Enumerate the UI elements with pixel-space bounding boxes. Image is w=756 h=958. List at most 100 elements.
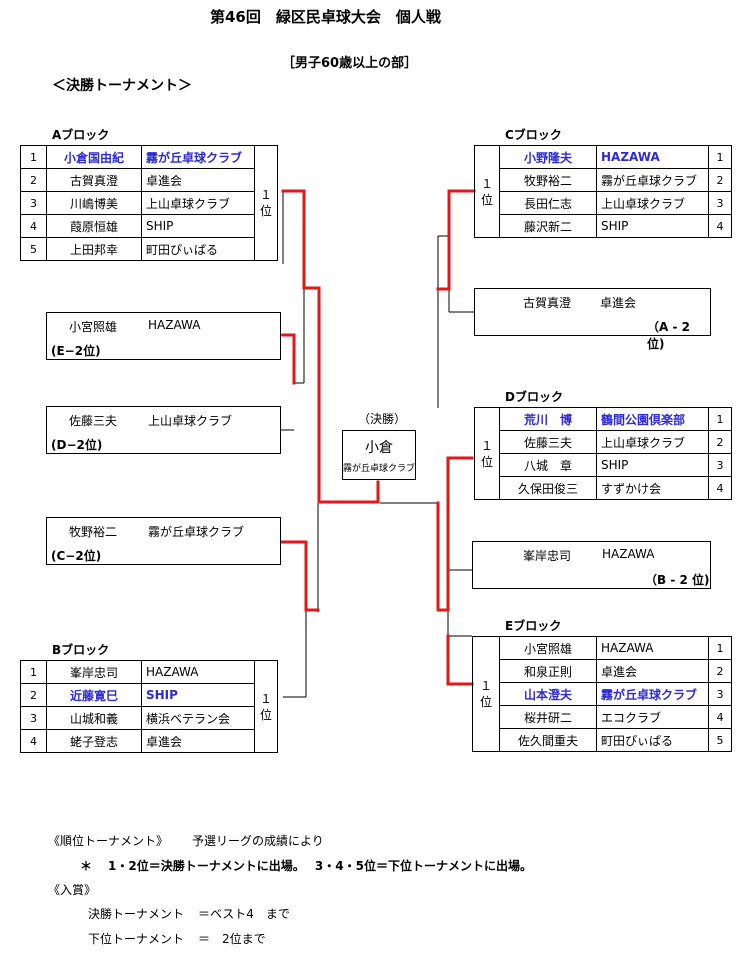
table-cell: 久保田俊三: [499, 476, 597, 500]
table-cell: SHIP: [596, 453, 709, 477]
table-cell: 5: [708, 728, 732, 752]
table-cell: HAZAWA: [596, 636, 709, 660]
seed-box-e2: 小宮照雄 HAZAWA (E−2位): [46, 312, 281, 360]
page-title: 第46回 緑区民卓球大会 個人戦: [210, 8, 441, 26]
table-cell: 山城和義: [46, 706, 142, 730]
table-cell: 霧が丘卓球クラブ: [596, 682, 709, 706]
table-cell: 2: [708, 168, 732, 192]
table-cell: 卓進会: [141, 729, 255, 753]
table-cell: 佐久間重夫: [499, 728, 597, 752]
table-cell: 小宮照雄: [499, 636, 597, 660]
table-cell: 3: [708, 682, 732, 706]
table-cell: 和泉正則: [499, 659, 597, 683]
table-cell: SHIP: [596, 214, 709, 238]
table-cell: 峯岸忠司: [46, 660, 142, 684]
table-cell: 3: [708, 191, 732, 215]
table-cell: 上田邦幸: [46, 237, 142, 261]
table-cell: 5: [20, 237, 47, 261]
table-cell: 1: [20, 145, 47, 169]
table-cell: 卓進会: [596, 659, 709, 683]
table-cell: 1: [708, 407, 732, 431]
table-cell: 4: [708, 214, 732, 238]
table-cell: 蛯子登志: [46, 729, 142, 753]
table-cell: 町田ぴぃぱる: [596, 728, 709, 752]
final-winner-club: 霧が丘卓球クラブ: [343, 464, 416, 474]
table-cell: 3: [20, 706, 47, 730]
table-cell: 佐藤三夫: [499, 430, 597, 454]
table-cell: 4: [20, 214, 47, 238]
final-winner-name: 小倉: [365, 440, 393, 456]
seed-box-a2: 古賀真澄 卓進会 （A - 2 位): [474, 288, 711, 351]
final-label: （決勝）: [358, 412, 407, 426]
block-a-label: Aブロック: [52, 128, 110, 142]
footer-line-3: 《入賞》: [48, 883, 97, 897]
seed-box-c2: 牧野裕二 霧が丘卓球クラブ (C−2位): [46, 517, 281, 565]
block-c-label: Cブロック: [505, 128, 562, 142]
table-cell: 牧野裕二: [499, 168, 597, 192]
table-cell: 3: [708, 453, 732, 477]
table-cell: 鶴間公園倶楽部: [596, 407, 709, 431]
table-cell: 上山卓球クラブ: [596, 430, 709, 454]
footer-line-5: 下位トーナメント＝ 2位まで: [88, 932, 266, 946]
table-cell: エコクラブ: [596, 705, 709, 729]
table-cell: 葭原恒雄: [46, 214, 142, 238]
table-cell: HAZAWA: [141, 660, 255, 684]
seed-box-b2: 峯岸忠司 HAZAWA （B - 2 位): [472, 541, 711, 589]
table-cell: 上山卓球クラブ: [596, 191, 709, 215]
seed-box-d2: 佐藤三夫 上山卓球クラブ (D−2位): [46, 406, 281, 454]
table-cell: 古賀真澄: [46, 168, 142, 192]
table-cell: 1: [708, 636, 732, 660]
table-cell: 八城 章: [499, 453, 597, 477]
footer-line-4: 決勝トーナメント＝ベスト4 まで: [88, 907, 290, 921]
table-cell: 長田仁志: [499, 191, 597, 215]
table-cell: 近藤寛巳: [46, 683, 142, 707]
table-cell: 4: [708, 476, 732, 500]
footer-line-1: 《順位トーナメント》予選リーグの成績により: [48, 834, 324, 848]
table-cell: HAZAWA: [596, 145, 709, 169]
table-cell: 4: [20, 729, 47, 753]
table-cell: 小倉国由紀: [46, 145, 142, 169]
table-cell: 2: [708, 659, 732, 683]
table-cell: 2: [20, 168, 47, 192]
block-b-label: Bブロック: [52, 643, 110, 657]
table-cell: 山本澄夫: [499, 682, 597, 706]
table-cell: 藤沢新二: [499, 214, 597, 238]
table-cell: 町田ぴぃぱる: [141, 237, 255, 261]
table-cell: 横浜ベテラン会: [141, 706, 255, 730]
division-label: ［男子60歳以上の部］: [282, 56, 418, 71]
table-cell: 霧が丘卓球クラブ: [141, 145, 255, 169]
table-cell: 荒川 博: [499, 407, 597, 431]
table-cell: SHIP: [141, 214, 255, 238]
table-cell: 桜井研二: [499, 705, 597, 729]
table-cell: 3: [20, 191, 47, 215]
table-cell: SHIP: [141, 683, 255, 707]
